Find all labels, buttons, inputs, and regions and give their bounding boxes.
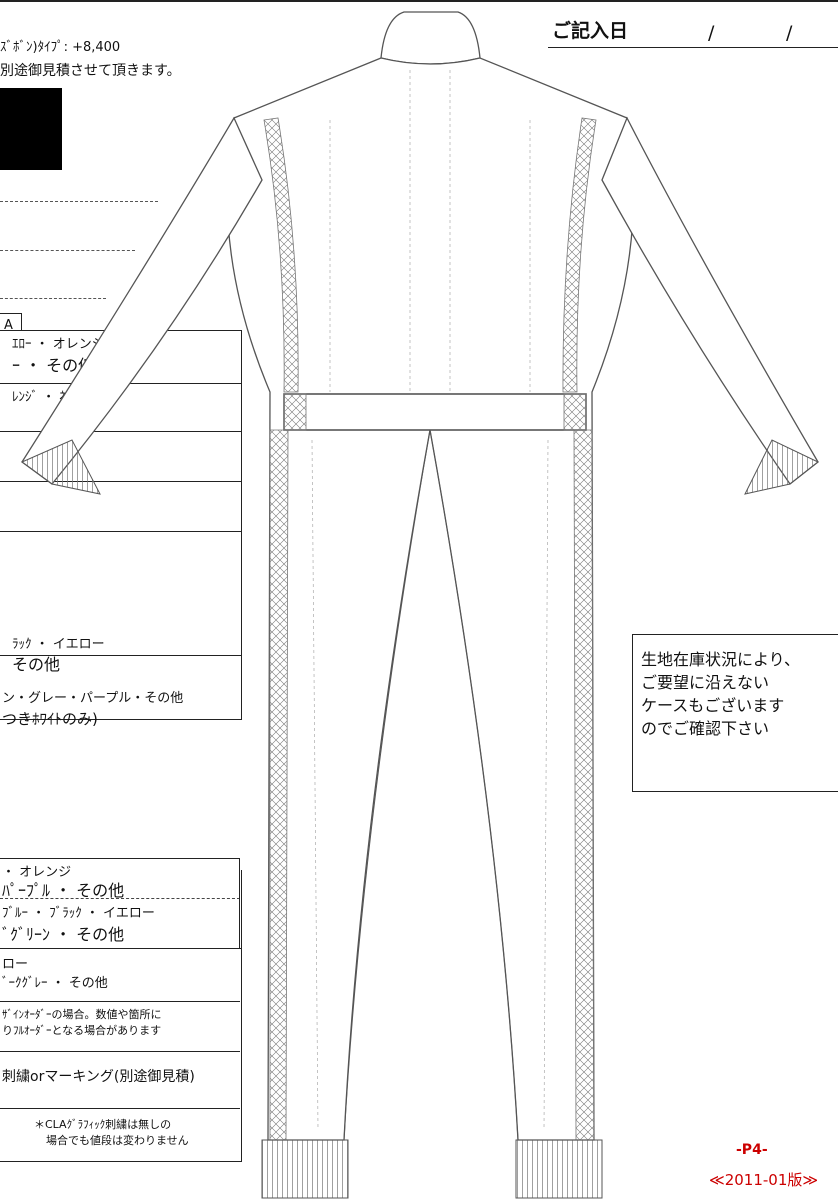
version-label: ≪2011-01版≫ xyxy=(709,1171,819,1189)
design-note-1: ｻﾞｲﾝｵｰﾀﾞｰの場合。数値や箇所に xyxy=(2,1008,162,1021)
right-side-panel xyxy=(562,117,597,393)
stock-note-l1: 生地在庫状況により、 xyxy=(641,650,801,669)
stock-note-l3: ケースもございます xyxy=(641,696,785,715)
t2-row3-l1: ロー xyxy=(2,957,29,972)
black-swatch xyxy=(0,88,62,170)
left-leg-panel xyxy=(269,429,289,1141)
table2-sep-top xyxy=(0,858,240,859)
color-table-2 xyxy=(0,870,242,960)
right-ankle-cuff xyxy=(515,1139,603,1199)
leg-seam-right xyxy=(543,439,549,1131)
t2-row3-l2: ﾞｰｸｸﾞﾚｰ ・ その他 xyxy=(2,976,108,991)
right-cuff xyxy=(744,439,819,495)
left-shoulder-yoke xyxy=(233,57,389,135)
color-row-1-l2: ｰ ・ その他 xyxy=(12,356,95,375)
table2-sep-dashed xyxy=(0,898,240,899)
color-row-1-l1: ｴﾛｰ ・ オレンジ xyxy=(12,337,105,352)
stock-note-l2: ご要望に沿えない xyxy=(641,673,770,692)
color-table-2-lower xyxy=(0,948,242,1162)
dashed-line-1 xyxy=(0,201,158,202)
t2-row2-l1: ﾌﾞﾙｰ ・ ﾌﾞﾗｯｸ ・ イエロー xyxy=(2,906,155,921)
top-rule xyxy=(0,0,838,2)
color-row-3-l2: その他 xyxy=(12,655,61,674)
right-shoulder-yoke xyxy=(471,57,628,135)
color-row-2-l1: ﾚﾝｼﾞ ・ ﾈｲﾋﾞｰ xyxy=(12,390,92,405)
date-label: ご記入日 xyxy=(552,20,629,42)
color-row-4-l1: ン・グレー・パープル・その他 xyxy=(2,691,184,706)
left-ankle-cuff xyxy=(261,1139,349,1199)
belt-left-tab xyxy=(283,393,307,431)
date-sep-2: / xyxy=(786,22,793,44)
cla-note-2: 場合でも値段は変わりません xyxy=(46,1134,189,1147)
stock-note-box xyxy=(632,634,838,792)
small-box-a: A xyxy=(4,318,13,333)
dashed-line-3 xyxy=(0,298,106,299)
cla-note-1: ＊CLAｸﾞﾗﾌｨｯｸ刺繍は無しの xyxy=(34,1118,172,1131)
t2-row2-l2: ﾞｸﾞﾘｰﾝ ・ その他 xyxy=(2,925,125,944)
table2-sep-3 xyxy=(0,1001,240,1002)
table2-sep-5 xyxy=(0,1108,240,1109)
design-note-2: りﾌﾙｵｰﾀﾞｰとなる場合があります xyxy=(2,1024,162,1037)
belt-right-tab xyxy=(563,393,587,431)
left-leg-inner xyxy=(343,429,431,1141)
color-row-3-l1: ﾗｯｸ ・ イエロー xyxy=(12,637,105,652)
waist-belt xyxy=(283,393,587,431)
dashed-line-2 xyxy=(0,250,135,251)
date-underline xyxy=(548,47,838,48)
leg-seam-left xyxy=(311,439,319,1131)
t2-row1-l2: ﾊﾟｰﾌﾟﾙ ・ その他 xyxy=(2,881,125,900)
right-sleeve xyxy=(601,116,819,485)
right-leg-panel xyxy=(573,429,595,1141)
suit-body xyxy=(226,57,635,1141)
table2-left-top xyxy=(239,858,240,948)
collar xyxy=(380,11,481,65)
t2-row1-l1: ・ オレンジ xyxy=(2,865,72,880)
stock-note-l4: のでご確認下さい xyxy=(641,719,770,738)
color-row-4-l2: つきﾎﾜｲﾄのみ) xyxy=(2,710,98,728)
right-leg-inner xyxy=(429,429,519,1141)
left-side-panel xyxy=(263,117,299,393)
embroidery-label: 刺繍orマーキング(別途御見積) xyxy=(2,1069,195,1085)
page-number: -P4- xyxy=(736,1142,768,1158)
estimate-note: 別途御見積させて頂きます。 xyxy=(0,63,181,79)
table2-sep-4 xyxy=(0,1051,240,1052)
price-note: ｽﾞﾎﾞﾝ)ﾀｲﾌﾟ: +8,400 xyxy=(0,40,121,55)
date-sep-1: / xyxy=(708,22,715,44)
